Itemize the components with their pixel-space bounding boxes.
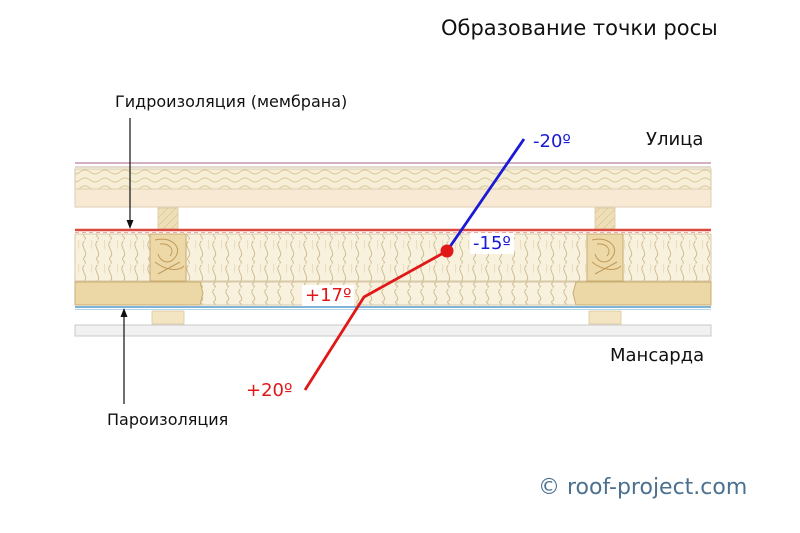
counter-batten-right bbox=[594, 207, 616, 230]
insulation-inner-temperature: +17º bbox=[302, 285, 355, 306]
dew-point-marker bbox=[440, 244, 454, 258]
counter-batten-board bbox=[74, 188, 712, 208]
interior-finish-board bbox=[74, 324, 712, 337]
outside-label: Улица bbox=[646, 129, 704, 150]
inside-temperature: +20º bbox=[246, 380, 293, 401]
rafter-right bbox=[586, 233, 624, 282]
membrane-leader-arrow bbox=[126, 118, 134, 229]
outside-temperature: -20º bbox=[533, 131, 571, 152]
rafter-left bbox=[149, 233, 187, 282]
copyright-link[interactable]: © roof-project.com bbox=[538, 475, 748, 500]
warm-temperature-line bbox=[303, 249, 448, 391]
vapor-barrier-leader-arrow bbox=[120, 308, 128, 404]
inner-board-left bbox=[74, 281, 204, 306]
vapor-barrier-label: Пароизоляция bbox=[107, 410, 229, 429]
attic-label: Мансарда bbox=[610, 345, 705, 366]
diagram-title: Образование точки росы bbox=[441, 16, 718, 40]
counter-batten-left bbox=[157, 207, 179, 230]
ceiling-batten-right bbox=[588, 310, 622, 325]
roof-sheathing bbox=[74, 168, 712, 190]
dew-point-temperature: -15º bbox=[470, 233, 514, 254]
membrane-label: Гидроизоляция (мембрана) bbox=[115, 92, 348, 111]
cold-temperature-line bbox=[445, 138, 526, 252]
ceiling-batten-left bbox=[151, 310, 185, 325]
inner-board-right bbox=[572, 281, 712, 306]
